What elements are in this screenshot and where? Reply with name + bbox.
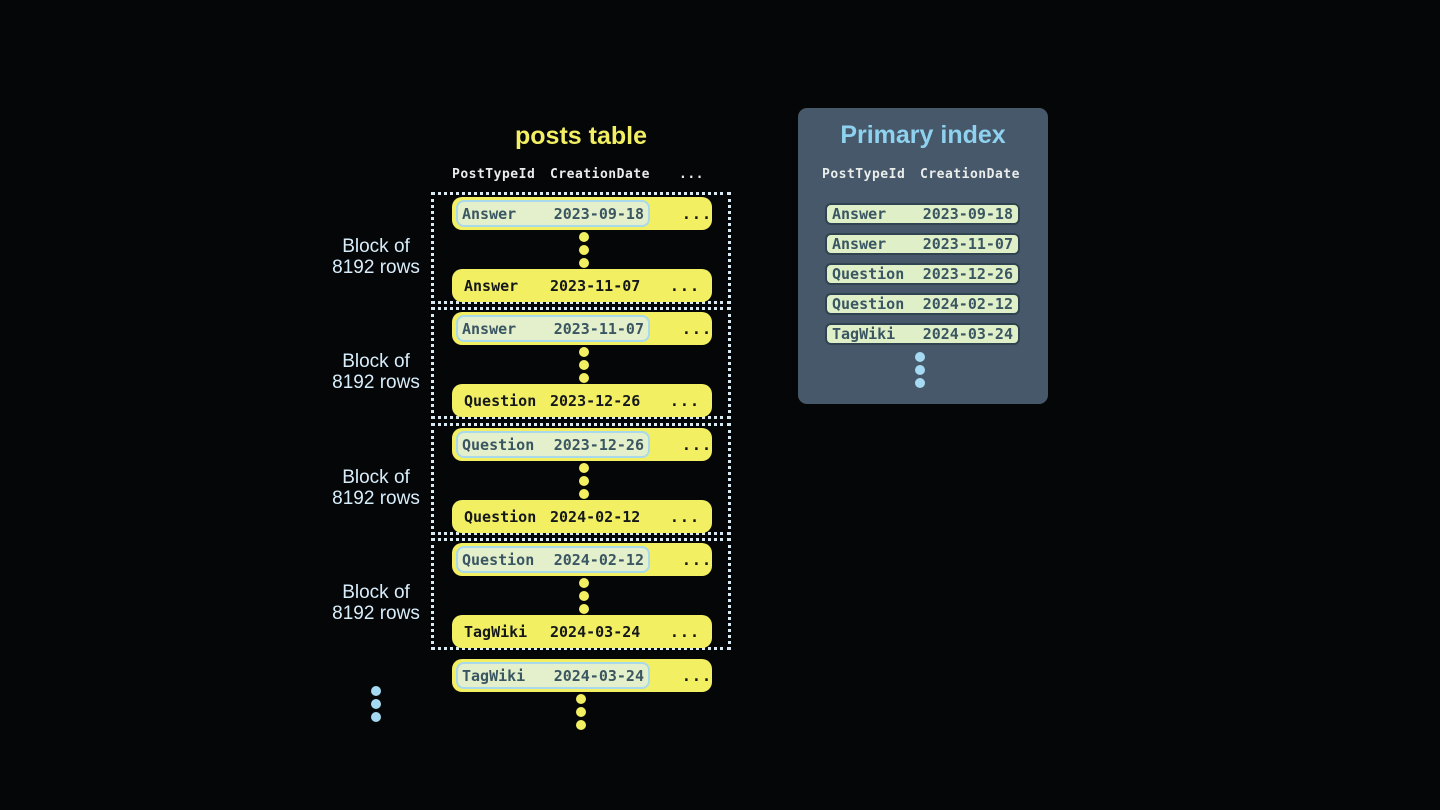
row-gap-dot	[579, 578, 589, 588]
index-entry: Question 2023-12-26	[825, 263, 1020, 285]
table-continues-dot	[576, 707, 586, 717]
row-gap-dot	[579, 347, 589, 357]
blocks-continue-dot	[371, 699, 381, 709]
row-ellipsis: ...	[669, 391, 700, 410]
block-label: Block of 8192 rows	[332, 582, 420, 624]
index-continues-dot	[915, 365, 925, 375]
index-continues-dot	[915, 378, 925, 388]
index-entry: Question 2024-02-12	[825, 293, 1020, 315]
row-gap-dot	[579, 258, 589, 268]
rows-block-4: Block of 8192 rows Question 2024-02-12 .…	[332, 538, 731, 650]
row-gap-dot	[579, 463, 589, 473]
posts-table-title: posts table	[515, 122, 647, 150]
indexed-values-pill: TagWiki 2024-03-24	[456, 662, 650, 689]
row-gap-dot	[579, 245, 589, 255]
rows-block-3: Block of 8192 rows Question 2023-12-26 .…	[332, 423, 731, 535]
row-ellipsis: ...	[669, 507, 700, 526]
table-continues-dot	[576, 694, 586, 704]
index-entry: Answer 2023-09-18	[825, 203, 1020, 225]
indexed-values-pill: Answer 2023-09-18	[456, 200, 650, 227]
table-row: TagWiki 2024-03-24 ...	[452, 615, 712, 648]
indexed-values-pill: Question 2023-12-26	[456, 431, 650, 458]
row-gap-dot	[579, 604, 589, 614]
block-label: Block of 8192 rows	[332, 467, 420, 509]
row-ellipsis: ...	[681, 666, 712, 685]
rows-block-1: Block of 8192 rows Answer 2023-09-18 ...…	[332, 192, 731, 304]
table-continues-dot	[576, 720, 586, 730]
table-row: Answer 2023-11-07 ...	[452, 269, 712, 302]
index-entry: Answer 2023-11-07	[825, 233, 1020, 255]
rows-block-2: Block of 8192 rows Answer 2023-11-07 ...…	[332, 307, 731, 419]
index-entry: TagWiki 2024-03-24	[825, 323, 1020, 345]
row-gap-dot	[579, 489, 589, 499]
table-row-indexed: Question 2024-02-12 ...	[452, 543, 712, 576]
next-block-first-row: TagWiki 2024-03-24 ...	[452, 659, 712, 692]
row-gap-dot	[579, 373, 589, 383]
index-continues-dot	[915, 352, 925, 362]
index-column-header-creationdate: CreationDate	[920, 167, 1020, 182]
table-row: Question 2024-02-12 ...	[452, 500, 712, 533]
indexed-values-pill: Answer 2023-11-07	[456, 315, 650, 342]
row-ellipsis: ...	[681, 204, 712, 223]
row-gap-dot	[579, 232, 589, 242]
table-row-indexed: Answer 2023-09-18 ...	[452, 197, 712, 230]
posts-column-header-posttypeid: PostTypeId	[452, 167, 536, 182]
block-label: Block of 8192 rows	[332, 236, 420, 278]
row-gap-dot	[579, 591, 589, 601]
table-row-indexed: TagWiki 2024-03-24 ...	[452, 659, 712, 692]
indexed-values-pill: Question 2024-02-12	[456, 546, 650, 573]
row-ellipsis: ...	[681, 435, 712, 454]
posts-column-header-ellipsis: ...	[679, 167, 704, 182]
blocks-continue-dot	[371, 712, 381, 722]
block-label: Block of 8192 rows	[332, 351, 420, 393]
table-row-indexed: Question 2023-12-26 ...	[452, 428, 712, 461]
primary-index-panel: Primary index PostTypeId CreationDate An…	[798, 108, 1048, 404]
row-gap-dot	[579, 360, 589, 370]
table-row: Question 2023-12-26 ...	[452, 384, 712, 417]
row-ellipsis: ...	[681, 319, 712, 338]
primary-index-title: Primary index	[840, 121, 1006, 149]
posts-column-header-creationdate: CreationDate	[550, 167, 650, 182]
table-row-indexed: Answer 2023-11-07 ...	[452, 312, 712, 345]
row-ellipsis: ...	[669, 276, 700, 295]
blocks-continue-dot	[371, 686, 381, 696]
row-gap-dot	[579, 476, 589, 486]
row-ellipsis: ...	[669, 622, 700, 641]
index-column-header-posttypeid: PostTypeId	[822, 167, 906, 182]
row-ellipsis: ...	[681, 550, 712, 569]
